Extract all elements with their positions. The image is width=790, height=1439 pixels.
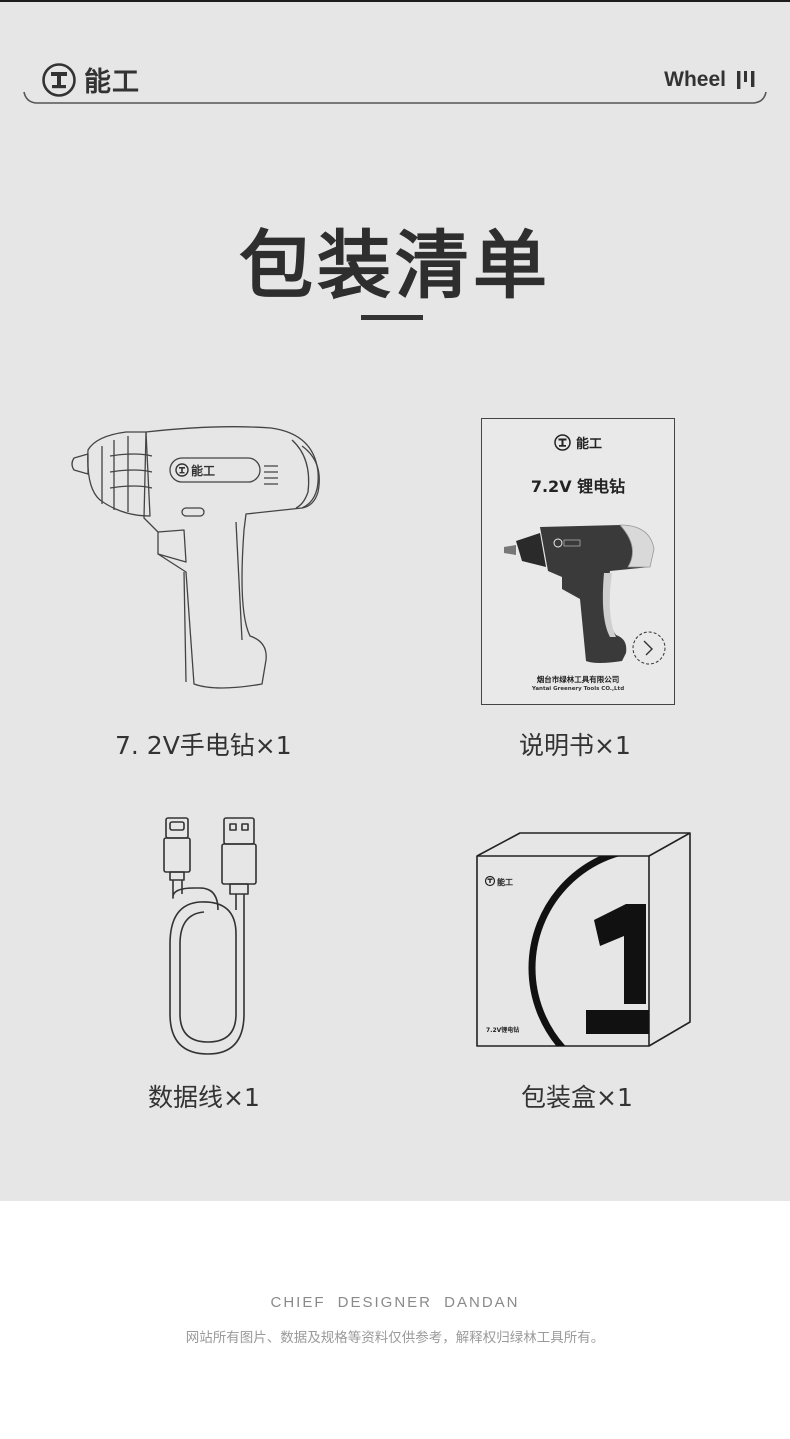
drill-illustration: 能工 — [71, 426, 320, 689]
header-frame — [23, 91, 767, 104]
item-label-cable: 数据线×1 — [148, 1083, 260, 1112]
wheel-bars-icon — [737, 71, 755, 89]
manual-drill-image — [504, 524, 655, 663]
manual-brand: 能工 — [482, 433, 674, 452]
drill-logo: 能工 — [175, 463, 215, 478]
box-illustration: 能工 7.2V锂电钻 — [476, 832, 691, 1047]
manual-title: 7.2V 锂电钻 — [530, 477, 626, 496]
footer-copyright: 网站所有图片、数据及规格等资料仅供参考，解释权归绿林工具所有。 — [185, 1330, 605, 1346]
footer-designer: CHIEF DESIGNER DANDAN — [270, 1294, 520, 1311]
manual-brand-name: 能工 — [575, 437, 602, 452]
series-mark: Wheel — [664, 68, 756, 92]
voltage-badge-icon — [632, 631, 666, 665]
item-label-drill: 7. 2V手电钻×1 — [115, 731, 292, 760]
manual-company: 烟台市绿林工具有限公司 — [536, 675, 620, 684]
title-divider — [361, 315, 423, 320]
brand: 能工 — [42, 60, 140, 99]
item-label-box: 包装盒×1 — [521, 1083, 633, 1112]
svg-text:能工: 能工 — [497, 877, 513, 887]
content-panel: 能工 Wheel 包装清单 — [0, 0, 790, 1201]
item-label-manual: 说明书×1 — [519, 731, 631, 760]
brand-name: 能工 — [84, 67, 140, 98]
manual-company-en: Yantai Greenery Tools CO.,Ltd — [531, 686, 625, 692]
manual-illustration: 能工 7.2V 锂电钻 烟台市绿林工具有限公司 Yantai Greenery … — [481, 418, 675, 705]
series-name: Wheel — [664, 68, 726, 91]
usb-cable-illustration — [163, 817, 257, 1055]
page-title: 包装清单 — [239, 223, 551, 309]
brand-logo-icon — [42, 62, 76, 97]
header: 能工 Wheel — [22, 50, 768, 106]
box-product: 7.2V锂电钻 — [486, 1026, 519, 1034]
svg-text:能工: 能工 — [191, 463, 215, 478]
box-logo: 能工 — [484, 875, 513, 887]
brand-logo-icon — [554, 434, 571, 451]
